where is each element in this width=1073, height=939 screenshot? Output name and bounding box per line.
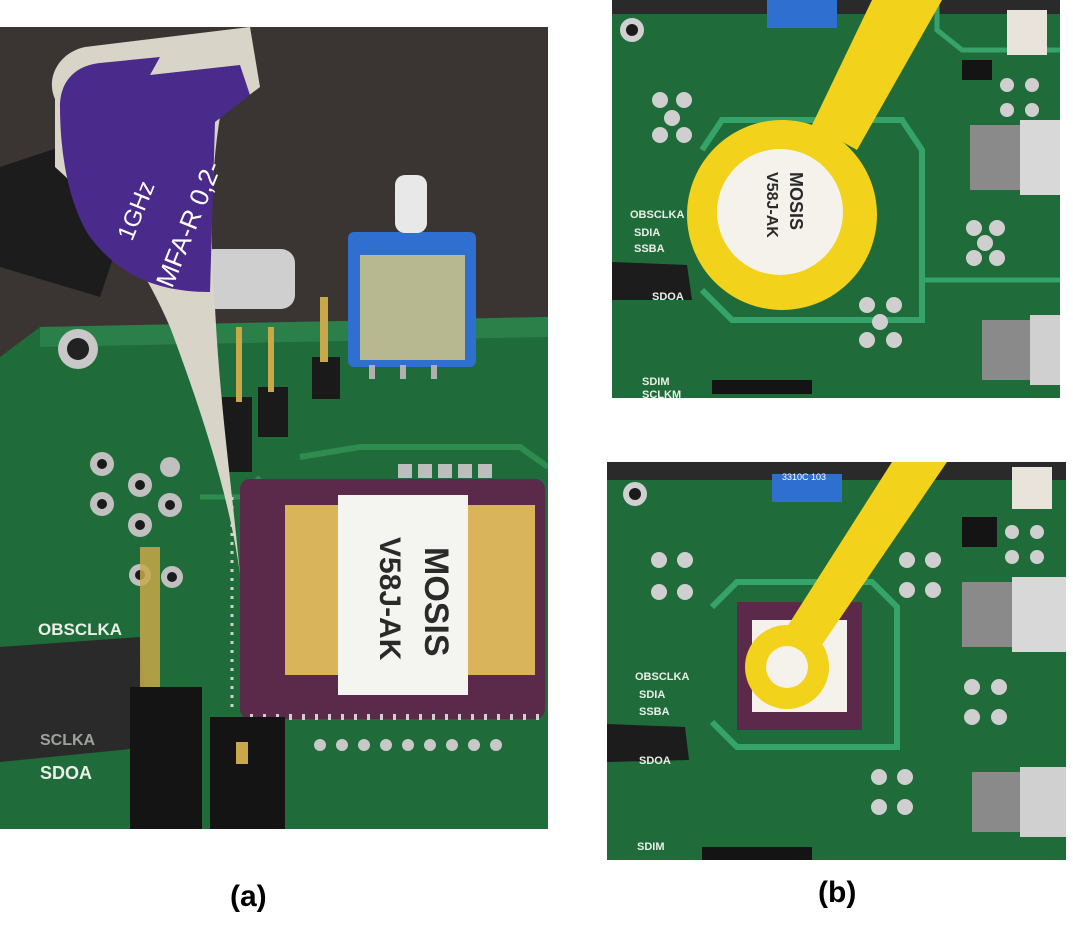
b-top-silk-ssba: SSBA [634,243,665,255]
b-top-chip-label-line2: V58J-AK [763,172,780,238]
b-top-chip-label-line1: MOSIS [786,172,806,230]
b-top-silk-obsclka: OBSCLKA [630,209,684,221]
b-top-silk-sdia: SDIA [634,227,660,239]
b-bottom-silk-sdia: SDIA [639,689,665,701]
caption-panel-a: (a) [230,880,267,913]
b-top-silk-sclkm: SCLKM [642,389,681,398]
silk-sclka: SCLKA [40,732,96,749]
chip-label-line2: V58J-AK [373,537,406,661]
photo-panel-a: MOSIS V58J-AK OBSCLKA SCLKA SDOA [0,27,548,829]
pot-marking: 3310C 103 [782,472,826,482]
b-bottom-silk-sdoa: SDOA [639,755,671,767]
silk-sdoa: SDOA [40,763,92,783]
b-bottom-silk-ssba: SSBA [639,706,670,718]
chip-label-line1: MOSIS [417,547,455,657]
photo-panel-b-bottom: 3310C 103 OBSCLKA SDIA SSBA SDOA SDIM [607,462,1066,860]
b-bottom-silk-sdim: SDIM [637,841,665,853]
b-top-silk-sdim: SDIM [642,376,670,388]
caption-panel-b: (b) [818,876,857,909]
b-top-silk-sdoa: SDOA [652,291,684,303]
silk-obsclka: OBSCLKA [38,620,122,639]
b-bottom-silk-obsclka: OBSCLKA [635,671,689,683]
photo-panel-b-top: MOSIS V58J-AK OBSCLKA SDIA SSBA SDOA SDI… [612,0,1060,398]
